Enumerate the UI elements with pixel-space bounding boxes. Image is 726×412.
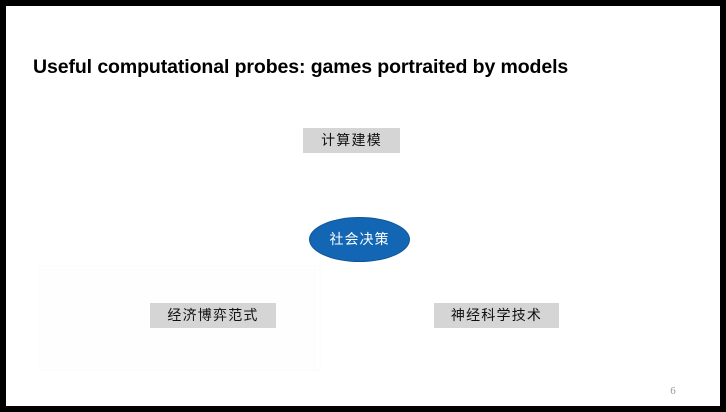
diagram-node-neuroscience-technology: 神经科学技术 (434, 303, 559, 328)
diagram-node-label: 神经科学技术 (450, 307, 543, 324)
diagram-node-label: 经济博弈范式 (167, 307, 259, 324)
diagram-center-node-social-decision: 社会决策 (309, 217, 410, 262)
diagram-center-node-label: 社会决策 (329, 231, 390, 248)
background-decoration-divider (314, 265, 315, 371)
page-title: Useful computational probes: games portr… (33, 56, 569, 78)
diagram-node-computational-modeling: 计算建模 (303, 128, 400, 153)
diagram-node-economic-game-paradigm: 经济博弈范式 (150, 303, 276, 328)
diagram-node-label: 计算建模 (321, 132, 382, 149)
page-number: 6 (670, 385, 676, 397)
slide-canvas: Useful computational probes: games portr… (6, 6, 720, 406)
